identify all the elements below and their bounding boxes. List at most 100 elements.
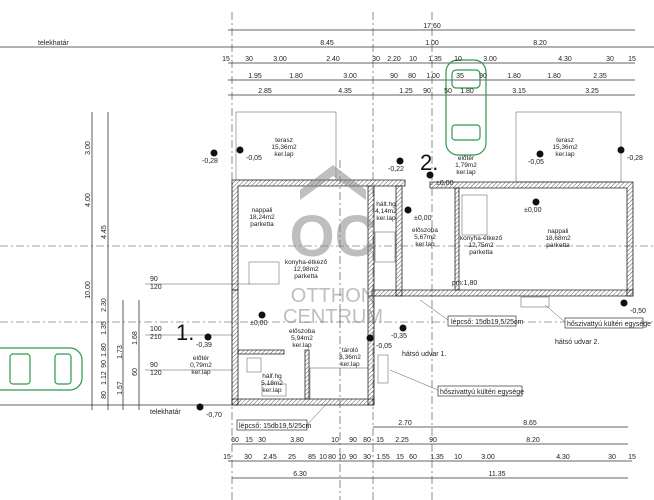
plot-boundary: telekhatár telekhatár bbox=[0, 40, 654, 416]
room-floor: ker.lap bbox=[274, 151, 294, 158]
level-marker-icon bbox=[620, 299, 628, 307]
dimension-label: 50 bbox=[444, 88, 452, 95]
dimension-label: 1.80 bbox=[460, 88, 474, 95]
level-marker-icon bbox=[204, 333, 212, 341]
dimension-label: 10 bbox=[331, 437, 339, 444]
dimension-label: 1.25 bbox=[399, 88, 413, 95]
dimension-label: 1.80 bbox=[507, 73, 521, 80]
dimension-label: 1.80 bbox=[547, 73, 561, 80]
room-floor: ker.lap bbox=[456, 169, 476, 176]
dimension-label: 15 bbox=[223, 454, 231, 461]
dimension-label: 2.85 bbox=[258, 88, 272, 95]
dimension-label: 2.35 bbox=[593, 73, 607, 80]
room-name: nappali bbox=[252, 207, 273, 214]
dimension-label: 80 bbox=[101, 391, 108, 399]
dimension-label: 80 bbox=[363, 437, 371, 444]
room-floor: ker.lap bbox=[292, 342, 312, 349]
room-area: 4,14m2 bbox=[375, 208, 397, 215]
dimension-label: 2.30 bbox=[101, 298, 108, 312]
watermark-text: OC bbox=[290, 204, 377, 269]
dimension-label: 2.20 bbox=[387, 56, 401, 63]
plot-boundary-label: telekhatár bbox=[38, 40, 69, 47]
dimension-label: 1.57 bbox=[117, 381, 124, 395]
level-label: -0,39 bbox=[196, 342, 212, 349]
opening-width: 100 bbox=[150, 326, 162, 333]
room-name: tároló bbox=[342, 347, 359, 354]
dimension-label: 15 bbox=[396, 454, 404, 461]
level-label: -0,28 bbox=[202, 158, 218, 165]
axis-lines bbox=[0, 12, 654, 500]
level-label: ±0,00 bbox=[436, 180, 454, 187]
room-name: terasz bbox=[556, 137, 574, 144]
opening-width: 90 bbox=[150, 362, 158, 369]
dimension-label: 1.35 bbox=[430, 454, 444, 461]
dimension-label: 90 bbox=[101, 360, 108, 368]
room-area: 5,67m2 bbox=[414, 234, 436, 241]
dimension-label: 4.00 bbox=[85, 193, 92, 207]
dimension-label: 1.00 bbox=[426, 73, 440, 80]
dimension-label: 3.80 bbox=[290, 437, 304, 444]
section-number-2: 2. bbox=[420, 150, 438, 175]
dimension-label: 35 bbox=[456, 73, 464, 80]
level-label: -0,22 bbox=[388, 166, 404, 173]
opening-height: 120 bbox=[150, 370, 162, 377]
dimension-label: 4.35 bbox=[338, 88, 352, 95]
dimension-label: 2.25 bbox=[395, 437, 409, 444]
room-floor: ker.lap bbox=[191, 369, 211, 376]
room-area: 12,98m2 bbox=[293, 266, 319, 273]
dimension-label: 1.55 bbox=[376, 454, 390, 461]
dimension-label: 2.40 bbox=[326, 56, 340, 63]
room-name: konyha-étkező bbox=[460, 235, 503, 242]
dimension-label: 8.45 bbox=[320, 40, 334, 47]
level-marker-icon bbox=[617, 146, 625, 154]
opening-width: 90 bbox=[150, 276, 158, 283]
dimension-label: 10 bbox=[454, 56, 462, 63]
dimension-label: 1.35 bbox=[101, 321, 108, 335]
dimension-label: 1.95 bbox=[248, 73, 262, 80]
watermark-text: OTTHON bbox=[291, 285, 375, 307]
car-top-icon bbox=[445, 59, 487, 156]
level-label: -0,50 bbox=[630, 308, 646, 315]
dimension-label: 60 bbox=[409, 454, 417, 461]
level-marker-icon bbox=[399, 324, 407, 332]
level-label: -0,05 bbox=[246, 155, 262, 162]
level-marker-icon bbox=[532, 198, 540, 206]
level-label: -0,05 bbox=[376, 343, 392, 350]
dimension-label: 10 bbox=[338, 454, 346, 461]
dimension-label: 3.00 bbox=[273, 56, 287, 63]
dimension-label: 60 bbox=[231, 437, 239, 444]
level-marker-icon bbox=[404, 206, 412, 214]
room-floor: ker.lap bbox=[415, 241, 435, 248]
dimension-label: 10 bbox=[409, 56, 417, 63]
dimension-label: 8.20 bbox=[526, 437, 540, 444]
room-area: 3,36m2 bbox=[339, 354, 361, 361]
room-area: 0,79m2 bbox=[190, 362, 212, 369]
room-name: előtér bbox=[193, 355, 210, 362]
dimension-label: 2.45 bbox=[263, 454, 277, 461]
level-label: ±0,00 bbox=[250, 320, 268, 327]
dimension-label: 15 bbox=[222, 56, 230, 63]
level-marker-icon bbox=[258, 311, 266, 319]
level-label: -0,28 bbox=[627, 155, 643, 162]
level-label: -0,70 bbox=[206, 412, 222, 419]
level-marker-icon bbox=[366, 334, 374, 342]
stair-callout: lépcső: 15db19,5/25cm bbox=[239, 423, 312, 430]
room-area: 15,36m2 bbox=[552, 144, 578, 151]
dimension-label: 10 bbox=[454, 454, 462, 461]
yard-label-1: hátsó udvar 1. bbox=[402, 351, 446, 358]
dimension-label: 85 bbox=[308, 454, 316, 461]
room-area: 12,75m2 bbox=[468, 242, 494, 249]
callouts: lépcső: 15db19,5/25cm hőszivattyú kültér… bbox=[236, 280, 651, 431]
dimension-label: 90 bbox=[429, 437, 437, 444]
dimension-label: 30 bbox=[372, 56, 380, 63]
room-area: 15,36m2 bbox=[271, 144, 297, 151]
dimension-label: 8.65 bbox=[523, 420, 537, 427]
dimension-label: 1.35 bbox=[428, 56, 442, 63]
dimension-label: 90 bbox=[423, 88, 431, 95]
room-floor: ker.lap bbox=[262, 387, 282, 394]
opening-height: 120 bbox=[150, 284, 162, 291]
dimension-label: 1.73 bbox=[117, 345, 124, 359]
room-floor: ker.lap bbox=[555, 151, 575, 158]
